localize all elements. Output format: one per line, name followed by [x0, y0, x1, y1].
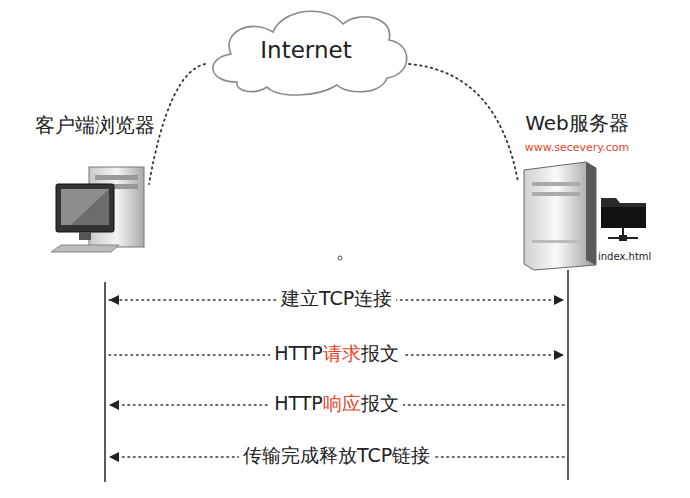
file-label: index.html: [598, 251, 651, 262]
arrow-head: [554, 295, 564, 305]
arrow-head: [109, 400, 119, 410]
server-lifeline: [567, 270, 569, 480]
node-heading: 客户端浏览器: [11, 112, 179, 139]
message-label: HTTP响应报文: [270, 391, 403, 417]
arrow-head: [109, 295, 119, 305]
arrow-head: [109, 452, 119, 462]
server-node: Web服务器 www.secevery.com: [488, 110, 666, 272]
client-node: 客户端浏览器: [11, 112, 179, 262]
highlight-word: 响应: [323, 392, 361, 414]
message-label: 传输完成释放TCP链接: [239, 443, 434, 469]
cloud-node: Internet: [195, 2, 417, 98]
connector: [149, 64, 205, 184]
connector: [409, 64, 518, 182]
cloud-label: Internet: [260, 37, 351, 63]
node-heading: Web服务器: [488, 110, 666, 137]
url-text: www.secevery.com: [488, 141, 666, 154]
dotted-link: [409, 64, 518, 182]
highlight-word: 请求: [323, 342, 361, 364]
client-lifeline: [104, 282, 106, 482]
arrow-head: [554, 350, 564, 360]
message-label: HTTP请求报文: [270, 341, 403, 367]
message-label: 建立TCP连接: [277, 286, 396, 312]
dot-mark: [338, 256, 342, 260]
dotted-link: [149, 64, 205, 184]
